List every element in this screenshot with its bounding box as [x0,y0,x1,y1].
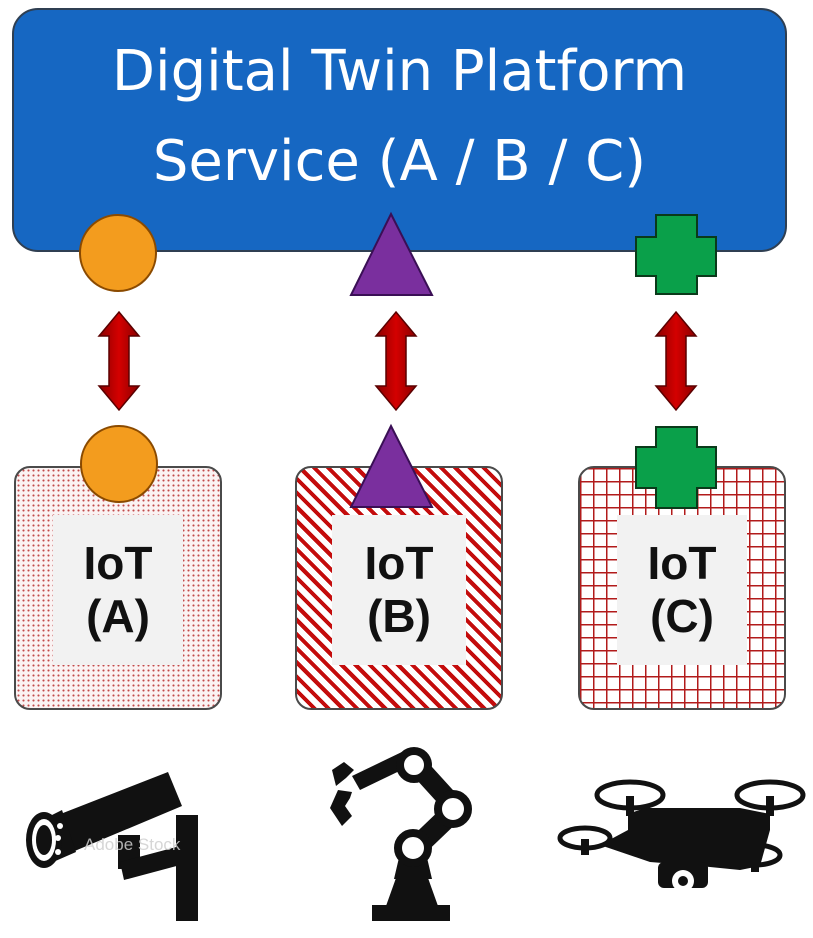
stock-watermark: Adobe Stock [84,835,181,854]
iot-device-a-box: IoT (A) [14,466,222,710]
platform-interface-b-triangle [349,211,434,296]
device-interface-c-cross [635,426,717,509]
robot-arm-icon [330,747,472,921]
platform-interface-c-cross [635,214,717,295]
iot-a-label-panel: IoT (A) [53,515,183,665]
iot-c-label-line1: IoT [647,536,717,589]
arrow-b [374,310,418,412]
platform-title-line1: Digital Twin Platform [111,39,688,104]
arrow-c [654,310,698,412]
drone-icon [557,779,806,892]
arrow-a [97,310,141,412]
iot-c-label-line2: (C) [650,590,714,642]
platform-title-line2: Service (A / B / C) [152,129,647,194]
platform-interface-a-circle [79,214,157,292]
iot-b-label-line2: (B) [367,590,431,642]
digital-twin-platform-box [12,8,787,252]
iot-a-label-line2: (A) [86,590,150,642]
iot-a-label-line1: IoT [83,536,153,589]
device-interface-b-triangle [349,423,434,508]
iot-b-label-panel: IoT (B) [332,515,466,665]
iot-device-b-box: IoT (B) [295,466,503,710]
device-interface-a-circle [80,425,158,503]
iot-c-label-panel: IoT (C) [617,515,747,665]
security-camera-icon: Adobe Stock [26,772,198,921]
iot-b-label-line1: IoT [364,536,434,589]
